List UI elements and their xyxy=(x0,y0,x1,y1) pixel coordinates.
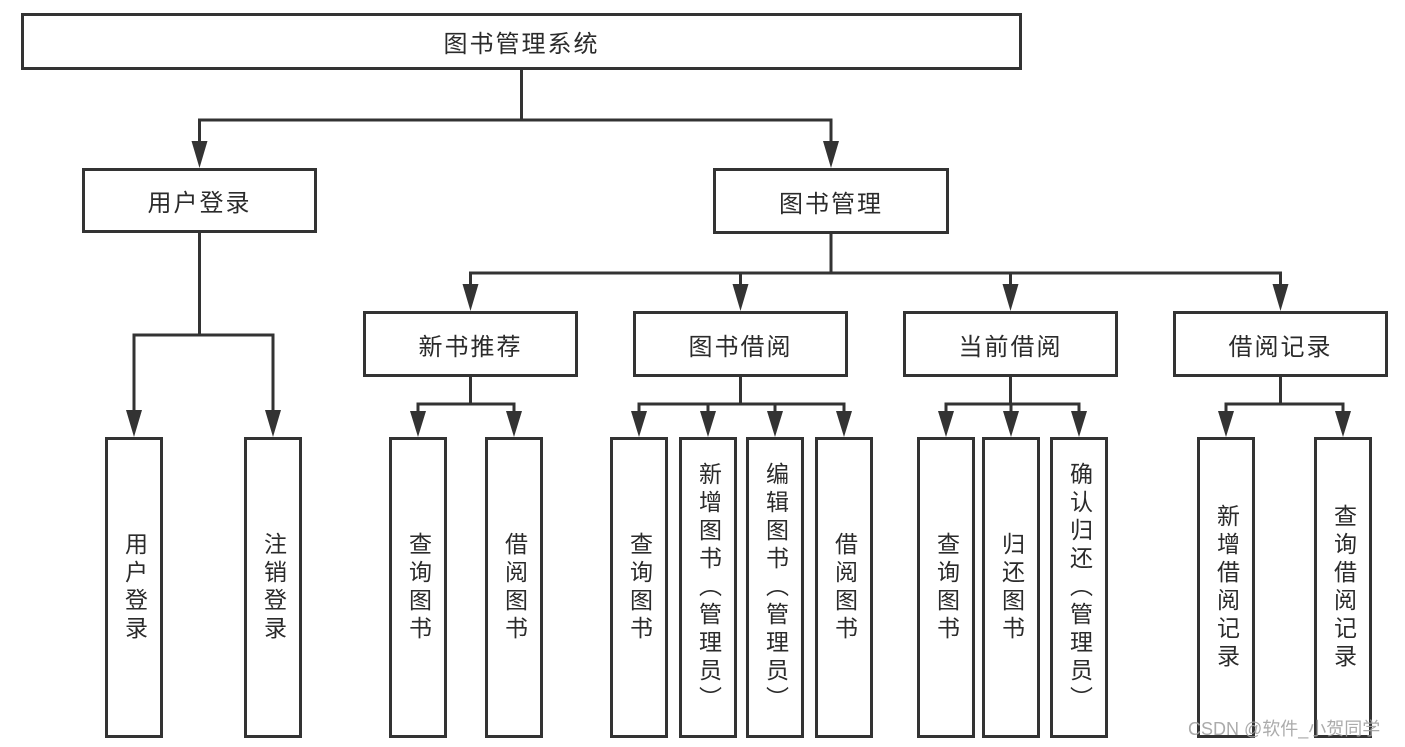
leaf-logout: 注销登录 xyxy=(244,437,302,738)
leaf-return-books: 归还图书 xyxy=(982,437,1040,738)
leaf-edit-books-admin: 编辑图书（管理员） xyxy=(746,437,804,738)
node-borrowing-records-label: 借阅记录 xyxy=(1228,333,1333,361)
leaf-borrow-books-borrowing: 借阅图书 xyxy=(815,437,873,738)
leaf-confirm-return-admin-label: 确认归还（管理员） xyxy=(1066,461,1093,714)
node-library-management-system: 图书管理系统 xyxy=(21,13,1022,70)
node-library-management-system-label: 图书管理系统 xyxy=(443,31,600,58)
leaf-add-borrow-record-label: 新增借阅记录 xyxy=(1213,503,1240,672)
leaf-query-books-recommend: 查询图书 xyxy=(389,437,447,738)
leaf-query-books-borrowing-label: 查询图书 xyxy=(626,531,653,644)
leaf-user-login: 用户登录 xyxy=(105,437,163,738)
leaf-add-books-admin-label: 新增图书（管理员） xyxy=(695,461,722,714)
node-user-login: 用户登录 xyxy=(82,168,317,233)
leaf-user-login-label: 用户登录 xyxy=(121,531,148,644)
node-borrowing-records: 借阅记录 xyxy=(1173,311,1388,377)
leaf-return-books-label: 归还图书 xyxy=(998,531,1025,644)
connector-arrowheads xyxy=(126,141,1351,437)
leaf-confirm-return-admin: 确认归还（管理员） xyxy=(1050,437,1108,738)
leaf-query-books-recommend-label: 查询图书 xyxy=(405,531,432,644)
watermark-text: CSDN @软件_小贺同学 xyxy=(1188,719,1381,739)
connector-stems xyxy=(132,69,1345,417)
node-book-borrowing: 图书借阅 xyxy=(633,311,848,377)
node-book-borrowing-label: 图书借阅 xyxy=(688,333,793,361)
node-current-borrowing: 当前借阅 xyxy=(903,311,1118,377)
leaf-borrow-books-recommend: 借阅图书 xyxy=(485,437,543,738)
leaf-query-borrow-record-label: 查询借阅记录 xyxy=(1330,503,1357,672)
node-new-book-recommend-label: 新书推荐 xyxy=(418,333,523,361)
leaf-add-books-admin: 新增图书（管理员） xyxy=(679,437,737,738)
leaf-borrow-books-borrowing-label: 借阅图书 xyxy=(831,531,858,644)
leaf-logout-label: 注销登录 xyxy=(260,531,287,644)
node-current-borrowing-label: 当前借阅 xyxy=(958,333,1063,361)
leaf-query-books-borrowing: 查询图书 xyxy=(610,437,668,738)
node-user-login-label: 用户登录 xyxy=(147,190,252,217)
node-book-management-label: 图书管理 xyxy=(779,190,883,218)
node-book-management: 图书管理 xyxy=(713,168,949,234)
leaf-borrow-books-recommend-label: 借阅图书 xyxy=(501,531,528,644)
leaf-add-borrow-record: 新增借阅记录 xyxy=(1197,437,1255,738)
leaf-query-books-current: 查询图书 xyxy=(917,437,975,738)
leaf-query-borrow-record: 查询借阅记录 xyxy=(1314,437,1372,738)
node-new-book-recommend: 新书推荐 xyxy=(363,311,578,377)
leaf-query-books-current-label: 查询图书 xyxy=(933,531,960,644)
leaf-edit-books-admin-label: 编辑图书（管理员） xyxy=(762,461,789,714)
